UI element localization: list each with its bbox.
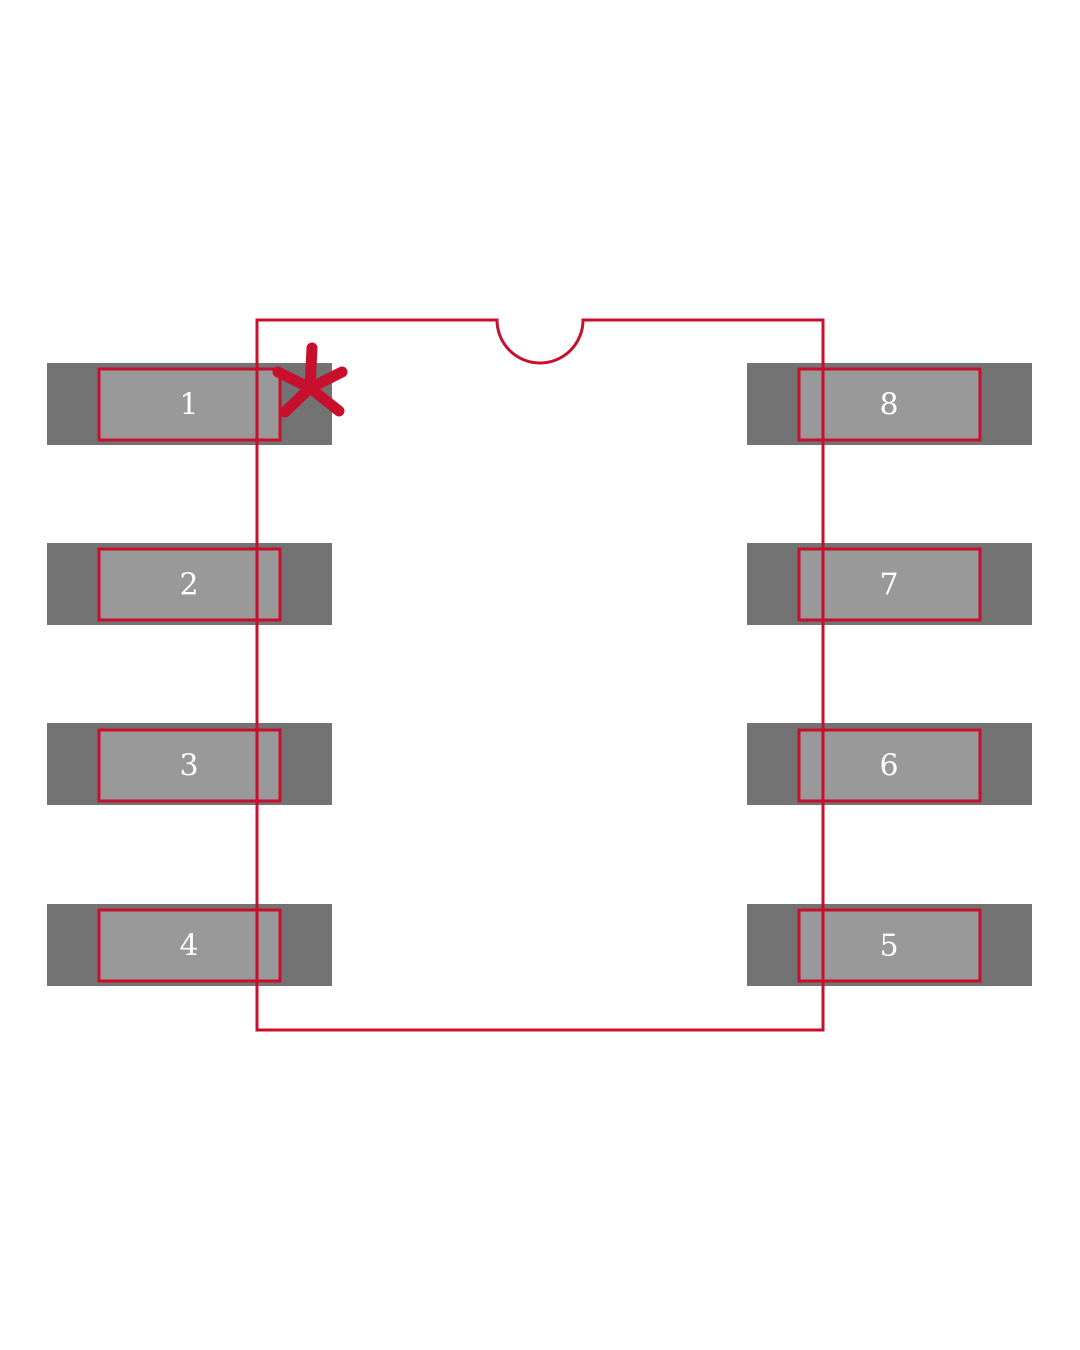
- pin-label-5: 5: [879, 929, 898, 964]
- pad-pin-4: 4: [47, 904, 332, 986]
- pad-pin-7: 7: [747, 543, 1032, 625]
- pad-pin-5: 5: [747, 904, 1032, 986]
- pin-label-2: 2: [179, 568, 198, 603]
- pad-pin-2: 2: [47, 543, 332, 625]
- pad-pin-6: 6: [747, 723, 1032, 805]
- package-outline: [255, 318, 825, 1032]
- pin-label-6: 6: [879, 749, 898, 784]
- pin-label-8: 8: [879, 388, 898, 423]
- pin-label-1: 1: [179, 388, 198, 423]
- pin1-marker-icon: [272, 342, 348, 418]
- pin-label-7: 7: [879, 568, 898, 603]
- pad-pin-3: 3: [47, 723, 332, 805]
- pin-label-4: 4: [179, 929, 198, 964]
- pad-pin-8: 8: [747, 363, 1032, 445]
- pin-label-3: 3: [179, 749, 198, 784]
